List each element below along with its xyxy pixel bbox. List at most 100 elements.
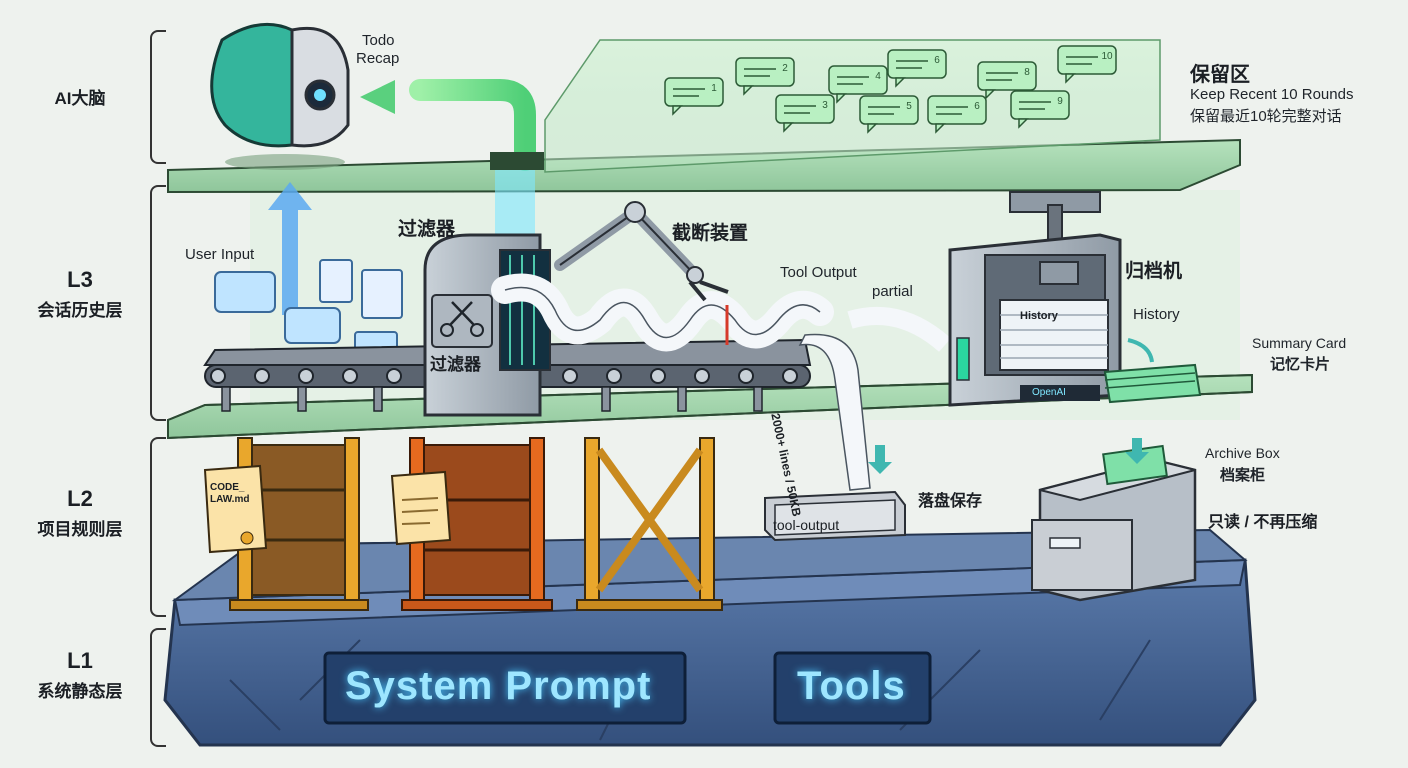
- chat-bubble-number: 10: [1101, 51, 1113, 62]
- tools-sign: Tools: [797, 664, 906, 708]
- retention-bubbles: 1 2 3 4 5 6 6 8 9 10: [664, 45, 1117, 134]
- chat-bubble: 10: [1057, 45, 1117, 84]
- light-beam: [495, 170, 535, 240]
- retention-zh: 保留最近10轮完整对话: [1190, 108, 1342, 125]
- history-stack-label: History: [1020, 310, 1058, 322]
- partial-ribbon: [847, 306, 951, 352]
- archive-box-en: Archive Box: [1205, 445, 1280, 461]
- brain-robot: [210, 22, 350, 170]
- layer-l2-sub: 项目规则层: [37, 520, 123, 539]
- chat-card-2: [284, 307, 341, 344]
- chat-bubble-number: 3: [822, 100, 828, 111]
- chat-bubble-number: 4: [875, 71, 881, 82]
- user-input-label: User Input: [185, 246, 255, 263]
- filter-machine-label: 过滤器: [430, 355, 481, 374]
- conveyor-leg: [297, 386, 307, 412]
- chat-bubble-number: 6: [974, 101, 980, 112]
- history-label: History: [1133, 306, 1180, 323]
- chat-bubble: 6: [927, 95, 987, 134]
- conveyor-roller: [738, 368, 754, 384]
- bracket-l2: [150, 437, 166, 617]
- chat-bubble-number: 6: [934, 55, 940, 66]
- conveyor-roller: [386, 368, 402, 384]
- layer-l1-name: L1: [67, 648, 93, 673]
- stream-to-disk: [798, 333, 871, 491]
- conveyor-leg: [221, 386, 231, 412]
- doc-card: [319, 259, 353, 303]
- shelf-right: [576, 437, 723, 611]
- todo-label: Todo: [362, 32, 395, 49]
- bracket-l1: [150, 628, 166, 747]
- green-pipe: [409, 79, 536, 171]
- archiver-title: 归档机: [1125, 261, 1183, 282]
- retention-en: Keep Recent 10 Rounds: [1190, 86, 1354, 103]
- conveyor-roller: [210, 368, 226, 384]
- layer-ai-label: AI大脑: [54, 89, 106, 108]
- chat-bubble-number: 2: [782, 63, 788, 74]
- chat-bubble: 9: [1010, 90, 1070, 129]
- conveyor-roller: [562, 368, 578, 384]
- shelf-middle: [401, 437, 553, 611]
- bracket-ai: [150, 30, 166, 164]
- truncator-title: 截断装置: [672, 223, 749, 244]
- conveyor-leg: [677, 386, 687, 412]
- archive-cabinet: [1031, 444, 1197, 602]
- conveyor-leg: [753, 386, 763, 412]
- conveyor-roller: [606, 368, 622, 384]
- chat-bubble-number: 1: [711, 83, 717, 94]
- retention-title: 保留区: [1190, 64, 1250, 86]
- pipe-base: [490, 152, 544, 170]
- tool-output-label: Tool Output: [780, 264, 857, 281]
- doc-card-2: [361, 269, 403, 319]
- summary-cards: [1103, 363, 1202, 404]
- system-prompt-sign: System Prompt: [345, 664, 652, 708]
- chat-bubble: 4: [828, 65, 888, 104]
- layer-l3-sub: 会话历史层: [37, 301, 123, 320]
- conveyor-roller: [342, 368, 358, 384]
- layer-l2-name: L2: [67, 486, 93, 511]
- summary-card-en: Summary Card: [1252, 335, 1347, 351]
- conveyor-leg: [601, 386, 611, 412]
- bracket-l3: [150, 185, 166, 421]
- conveyor-leg: [373, 386, 383, 412]
- archiver-press: [948, 191, 1122, 407]
- conveyor-roller: [694, 368, 710, 384]
- layer-l3-name: L3: [67, 267, 93, 292]
- chat-bubble: 5: [859, 95, 919, 134]
- chat-card-1: [214, 271, 276, 313]
- pipe-arrow: [360, 80, 395, 114]
- code-law-document: [203, 464, 268, 554]
- tools-panel: [773, 651, 932, 725]
- chat-bubble-number: 9: [1057, 96, 1063, 107]
- archiver-brand: OpenAI: [1032, 387, 1066, 398]
- chat-bubble-number: 8: [1024, 67, 1030, 78]
- filter-machine: [423, 233, 551, 417]
- conveyor-roller: [650, 368, 666, 384]
- partial-label: partial: [872, 283, 913, 300]
- conveyor-roller: [298, 368, 314, 384]
- chat-bubble: 8: [977, 61, 1037, 100]
- down-arrow-archive: [1125, 438, 1149, 464]
- note-document: [390, 470, 452, 546]
- summary-card-zh: 记忆卡片: [1270, 356, 1331, 373]
- history-arrow: [1127, 338, 1154, 363]
- disk-drawer: [764, 490, 906, 542]
- chat-bubble: 6: [887, 49, 947, 88]
- robotic-arm: [554, 201, 729, 302]
- archive-box-note: 只读 / 不再压缩: [1208, 514, 1318, 531]
- archive-box-zh: 档案柜: [1220, 467, 1266, 484]
- system-prompt-panel: [323, 651, 687, 725]
- chat-bubble: 2: [735, 57, 795, 96]
- disk-save-label: 落盘保存: [918, 493, 983, 510]
- conveyor-roller: [782, 368, 798, 384]
- chat-bubble: 1: [664, 77, 724, 116]
- down-arrow-disk: [868, 445, 892, 474]
- conveyor-roller: [254, 368, 270, 384]
- chat-bubble: 3: [775, 94, 835, 133]
- filter-title: 过滤器: [398, 219, 456, 240]
- user-input-up-arrow: [268, 182, 312, 315]
- code-law-label: CODE_ LAW.md: [210, 482, 250, 505]
- recap-label: Recap: [356, 50, 400, 67]
- chat-bubble-number: 5: [906, 101, 912, 112]
